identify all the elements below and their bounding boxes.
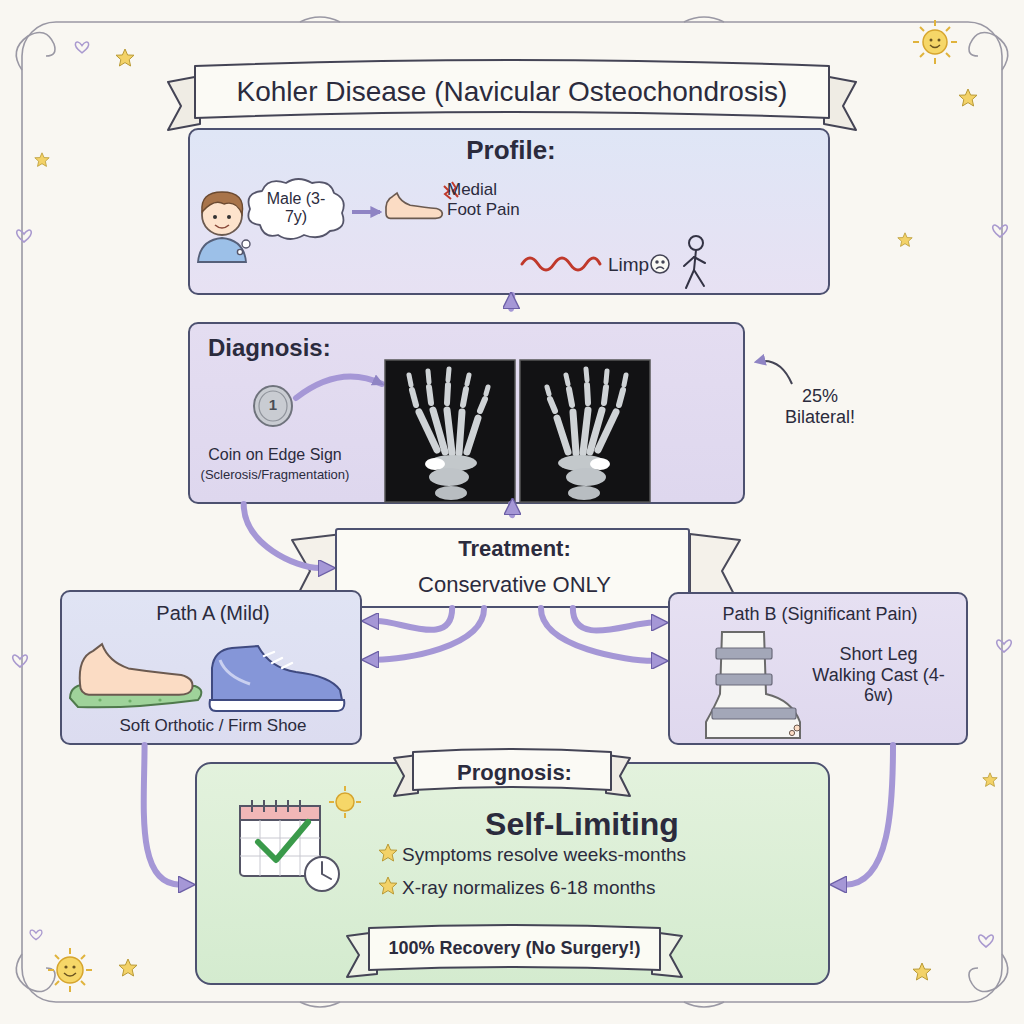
flow-arrow — [244, 504, 320, 568]
calendar-icon — [240, 800, 320, 876]
heading-text: Treatment: — [337, 536, 692, 561]
profile-box: Profile: Medial Foot PainLimp Male (3-7y) — [188, 128, 830, 295]
heading-text: Path A (Mild) — [62, 602, 364, 625]
flow-arrow — [511, 504, 512, 515]
clock-icon — [305, 857, 339, 891]
limp-squiggle — [522, 258, 600, 270]
cloud-part — [248, 179, 343, 239]
xray-image — [385, 360, 515, 502]
note-label: 25% Bilateral! — [770, 386, 870, 427]
flow-arrow — [541, 608, 653, 661]
orthotic-insole — [70, 644, 201, 707]
bullet-star — [379, 844, 397, 894]
star-doodles — [35, 49, 997, 980]
walking-cast — [706, 632, 800, 738]
xray-image — [520, 360, 650, 502]
recovery-banner: 100% Recovery (No Surgery!) — [347, 922, 682, 977]
flow-arrow — [144, 745, 180, 885]
flow-arrow — [845, 745, 893, 885]
child-face — [198, 192, 246, 262]
ribbon-part — [369, 925, 660, 970]
body-text: Self-Limiting — [397, 806, 767, 843]
treatment-banner: Treatment: Conservative ONLY — [335, 528, 690, 608]
body-text: X-ray normalizes 6-18 months — [402, 877, 822, 899]
prognosis-ribbon — [394, 749, 630, 796]
flow-arrow — [377, 608, 452, 630]
title-text: Kohler Disease (Navicular Osteochondrosi… — [192, 76, 832, 108]
body-text: Symptoms resolve weeks-months — [402, 844, 822, 866]
body-text: Coin on Edge Sign — [190, 446, 360, 464]
coin-number: 1 — [263, 396, 283, 413]
coin-arrow — [296, 377, 382, 398]
body-text: Soft Orthotic / Firm Shoe — [62, 716, 364, 736]
prognosis-box: Prognosis: Self-LimitingSymptoms resolve … — [195, 762, 830, 985]
heart-doodles — [13, 42, 1012, 947]
heading-text: Diagnosis: — [208, 334, 408, 362]
sun-doodle — [48, 948, 92, 992]
page-border — [16, 17, 1008, 1007]
firm-shoe — [210, 646, 345, 711]
body-text: (Sclerosis/Fragmentation) — [190, 468, 360, 483]
heading-text: Male (3-7y) — [258, 190, 334, 227]
path-box: Path B (Significant Pain) Short Leg Walki… — [668, 592, 968, 745]
bilateral-arrow — [756, 361, 792, 384]
body-text: Short Leg Walking Cast (4-6w) — [806, 644, 951, 706]
coin-symbol — [254, 386, 292, 426]
heading-text: Profile: — [190, 136, 832, 166]
body-text: Conservative ONLY — [337, 572, 692, 597]
pain-marks — [444, 182, 458, 199]
thought-bubble: Male (3-7y) — [242, 175, 350, 243]
flow-arrow — [573, 608, 653, 631]
body-text: Limp — [608, 254, 668, 276]
sad-face — [651, 255, 669, 273]
body-text: Medial Foot Pain — [447, 180, 535, 219]
heading-text: Path B (Significant Pain) — [670, 604, 970, 625]
thought-dots — [237, 240, 250, 255]
foot-illustration — [386, 193, 442, 218]
stick-figure — [684, 236, 705, 288]
heading-text: Prognosis: — [415, 760, 614, 785]
sun-icon — [329, 786, 361, 818]
flow-arrow — [377, 608, 484, 660]
heading-text: 100% Recovery (No Surgery!) — [372, 938, 657, 959]
sun-doodle — [913, 20, 957, 64]
profile-arrow — [352, 210, 380, 214]
path-box: Path A (Mild) Soft Orthotic / Firm Shoe — [60, 590, 362, 745]
title-ribbon — [168, 60, 856, 130]
flow-arrow — [511, 295, 512, 309]
